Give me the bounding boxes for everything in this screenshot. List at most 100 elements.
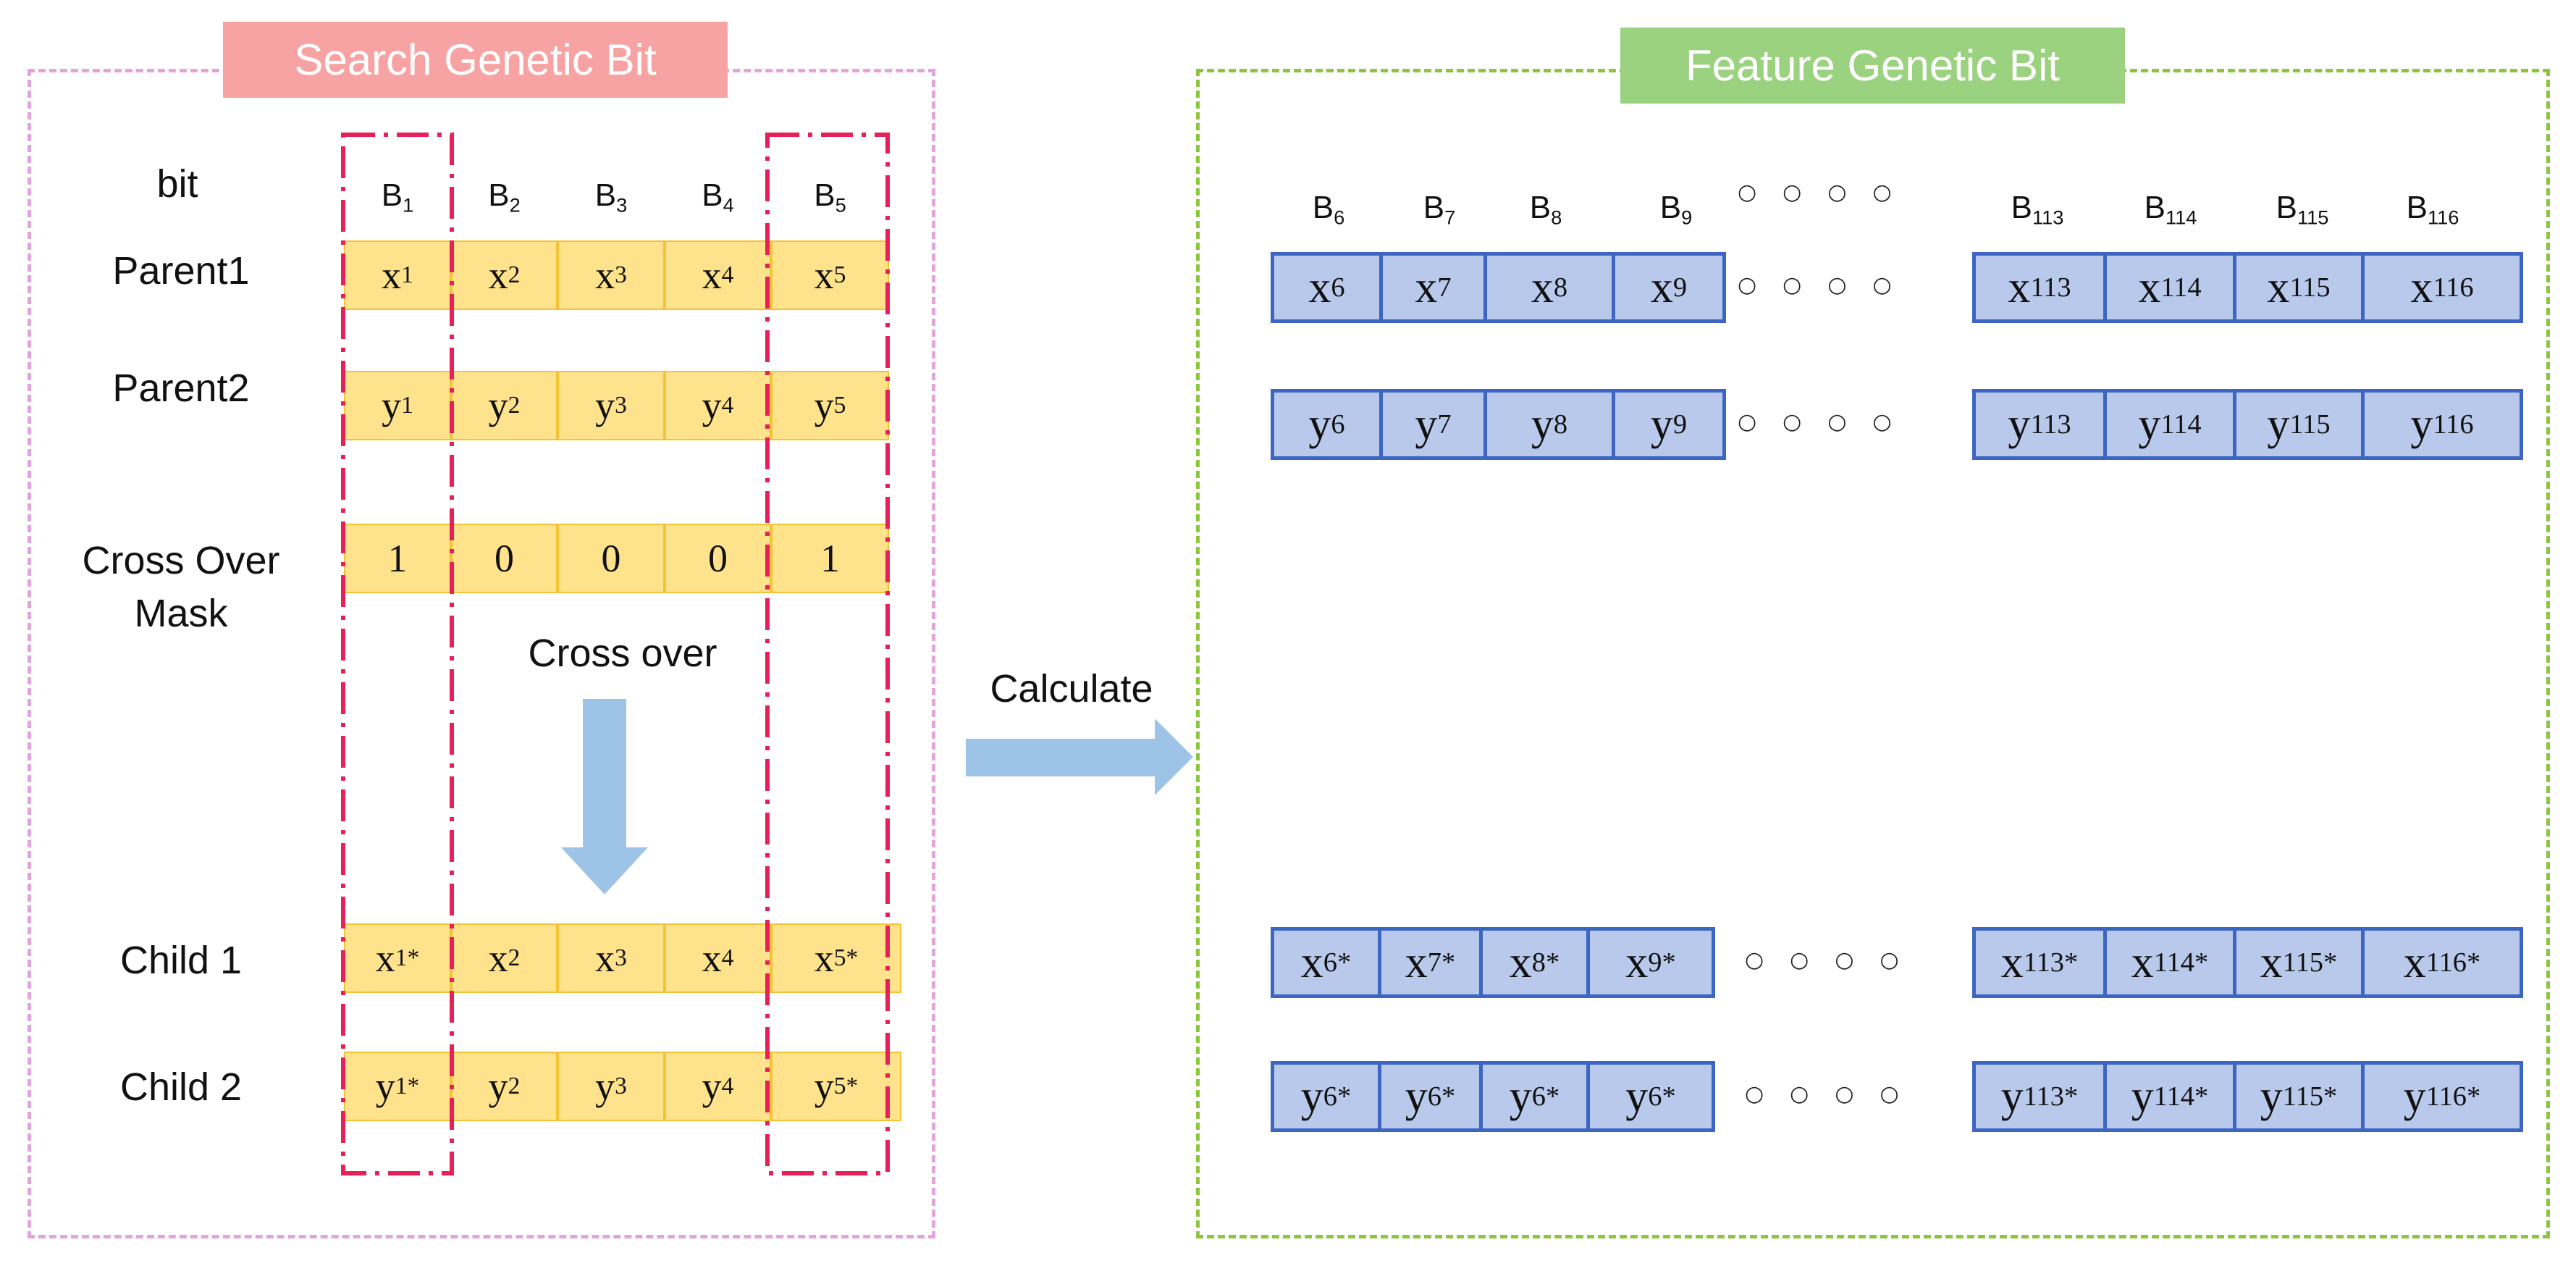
token-subscript: 7 bbox=[1437, 272, 1452, 303]
token-base: 1 bbox=[387, 537, 408, 580]
token-base: y bbox=[595, 1065, 615, 1108]
token-base: y bbox=[1509, 1071, 1532, 1121]
token-base: y bbox=[814, 384, 834, 427]
token-subscript: 7 bbox=[1444, 206, 1456, 229]
token-subscript: 4 bbox=[721, 392, 734, 419]
token-base: x bbox=[1405, 937, 1428, 987]
token-subscript: 6 bbox=[1531, 1081, 1546, 1112]
token-base: B bbox=[814, 177, 835, 213]
token-base: y bbox=[2410, 399, 2433, 449]
token-subscript: 116 bbox=[2433, 272, 2474, 303]
token-base: y bbox=[382, 384, 402, 427]
token-subscript: 116 bbox=[2425, 1081, 2467, 1112]
token-subscript: 9 bbox=[1648, 947, 1662, 978]
token-subscript: 9 bbox=[1672, 409, 1688, 440]
cross-over-label: Cross over bbox=[528, 632, 717, 675]
token-subscript: 6 bbox=[1331, 272, 1345, 303]
token-base: x bbox=[1300, 937, 1323, 987]
feature-header-left-3: B8 bbox=[1502, 190, 1589, 230]
token-base: x bbox=[702, 936, 722, 980]
token-base: x bbox=[1625, 937, 1649, 987]
token-base: y bbox=[488, 384, 508, 427]
token-subscript: 3 bbox=[615, 261, 627, 288]
calculate-arrow bbox=[966, 718, 1193, 795]
token-superscript: * bbox=[2064, 1081, 2079, 1112]
token-subscript: 5 bbox=[833, 1073, 846, 1099]
token-subscript: 9 bbox=[1681, 206, 1693, 229]
search-cell-r3-c1: 1 bbox=[344, 524, 451, 593]
token-superscript: * bbox=[2323, 1081, 2338, 1112]
token-superscript: * bbox=[2467, 947, 2481, 978]
token-subscript: 4 bbox=[721, 1073, 734, 1099]
token-base: B bbox=[2011, 190, 2032, 225]
token-subscript: 5 bbox=[833, 944, 846, 971]
token-subscript: 3 bbox=[615, 1073, 627, 1099]
token-subscript: 3 bbox=[616, 193, 628, 217]
header-ellipsis: ○○○○ bbox=[1738, 180, 1918, 205]
token-superscript: * bbox=[407, 1073, 420, 1099]
token-superscript: * bbox=[1662, 1081, 1676, 1112]
token-subscript: 115 bbox=[2289, 409, 2331, 440]
token-subscript: 114 bbox=[2153, 947, 2194, 978]
row-label-parent1: Parent1 bbox=[112, 249, 250, 293]
row-ellipsis-2: ○○○○ bbox=[1738, 409, 1918, 435]
token-superscript: * bbox=[2064, 947, 2079, 978]
feature-header-right-4: B116 bbox=[2389, 190, 2476, 230]
token-subscript: 113 bbox=[2032, 206, 2064, 229]
token-base: x bbox=[702, 253, 722, 297]
token-base: B bbox=[1423, 190, 1445, 225]
token-subscript: 6 bbox=[1334, 206, 1345, 229]
token-superscript: * bbox=[846, 1073, 859, 1099]
feature-header-left-4: B9 bbox=[1633, 190, 1720, 230]
token-base: 0 bbox=[494, 537, 514, 580]
token-base: B bbox=[381, 177, 403, 213]
token-subscript: 116 bbox=[2433, 409, 2474, 440]
token-base: y bbox=[2000, 1071, 2024, 1121]
bit-label: bit bbox=[156, 162, 198, 206]
token-superscript: * bbox=[2194, 1081, 2209, 1112]
token-subscript: 114 bbox=[2160, 409, 2202, 440]
token-base: y bbox=[488, 1065, 508, 1108]
token-base: B bbox=[594, 177, 617, 213]
token-subscript: 2 bbox=[508, 392, 521, 419]
token-superscript: * bbox=[1441, 947, 1456, 978]
token-subscript: 7 bbox=[1437, 409, 1452, 440]
token-subscript: 1 bbox=[401, 261, 413, 288]
token-base: x bbox=[1531, 262, 1554, 312]
token-superscript: * bbox=[2467, 1081, 2481, 1112]
bit-header-4: B4 bbox=[675, 177, 762, 217]
token-base: B bbox=[1312, 190, 1334, 225]
token-subscript: 4 bbox=[721, 261, 734, 288]
token-base: B bbox=[702, 177, 723, 213]
token-base: x bbox=[814, 253, 834, 297]
token-subscript: 8 bbox=[1531, 947, 1546, 978]
highlight-column-b1-outline bbox=[341, 133, 454, 1175]
